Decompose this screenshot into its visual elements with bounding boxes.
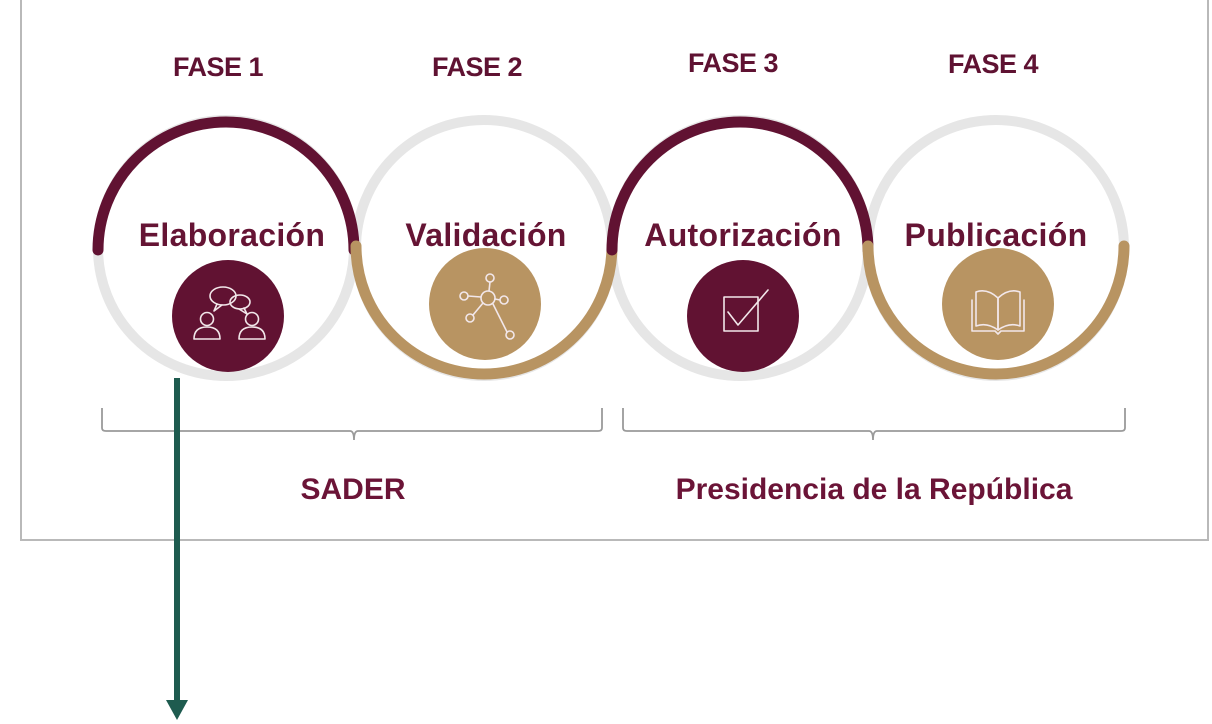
open-book-icon xyxy=(942,248,1054,360)
phase-1-label: FASE 1 xyxy=(173,52,264,82)
network-nodes-icon xyxy=(429,248,541,360)
phase-3-arc xyxy=(606,116,874,256)
group-sader-label: SADER xyxy=(300,473,405,506)
stage-1-label: Elaboración xyxy=(139,217,325,253)
stage-2-label: Validación xyxy=(405,217,566,253)
phase-2-label: FASE 2 xyxy=(432,52,522,82)
phase-1-arc xyxy=(92,116,360,256)
presidencia-bracket xyxy=(622,408,1126,441)
down-arrow xyxy=(166,378,188,720)
stage-3-label: Autorización xyxy=(644,217,841,253)
discussion-people-icon xyxy=(172,260,284,372)
group-presidencia-label: Presidencia de la República xyxy=(676,473,1073,506)
diagram-frame xyxy=(20,0,1209,541)
checkbox-icon xyxy=(687,260,799,372)
phase-2-arc xyxy=(350,240,618,380)
stage-4-label: Publicación xyxy=(905,217,1088,253)
phase-4-arc xyxy=(862,240,1130,380)
sader-bracket xyxy=(101,408,603,441)
phase-3-label: FASE 3 xyxy=(688,48,779,78)
phase-4-label: FASE 4 xyxy=(948,49,1039,79)
